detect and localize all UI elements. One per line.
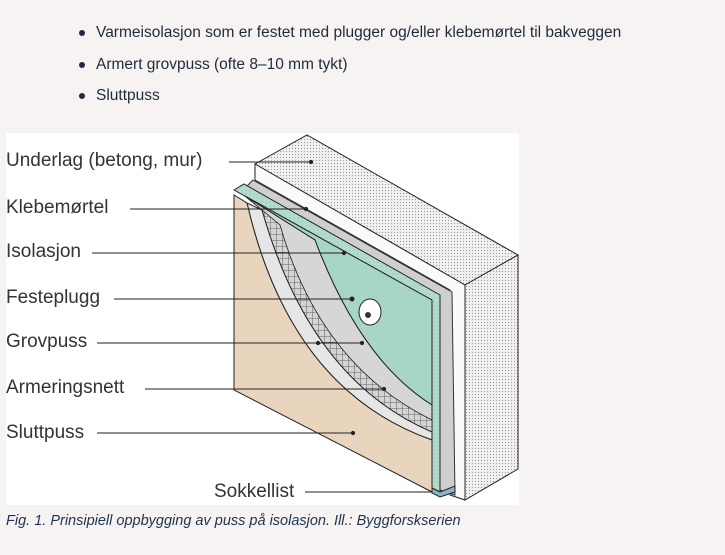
finish-coat (233, 194, 433, 493)
bullet-item: Armert grovpuss (ofte 8–10 mm tykt) (78, 54, 621, 86)
concrete-side-face (464, 254, 519, 501)
label-klebemortel: Klebemørtel (6, 197, 109, 218)
fixing-plug-icon (358, 298, 382, 326)
label-sluttpuss: Sluttpuss (6, 422, 85, 443)
label-isolasjon: Isolasjon (6, 241, 81, 262)
label-grovpuss: Grovpuss (6, 331, 88, 352)
bullet-list: Varmeisolasjon som er festet med plugger… (78, 22, 621, 117)
base-profile (431, 485, 456, 498)
label-sokkellist: Sokkellist (214, 481, 295, 502)
concrete-front-face (254, 163, 466, 501)
bullet-item: Sluttpuss (78, 85, 621, 117)
label-festeplugg: Festeplugg (6, 287, 101, 308)
bullet-item: Varmeisolasjon som er festet med plugger… (78, 22, 621, 54)
figure-caption: Fig. 1. Prinsipiell oppbygging av puss p… (6, 513, 461, 529)
label-armeringsnett: Armeringsnett (6, 377, 125, 398)
label-underlag: Underlag (betong, mur) (6, 150, 203, 171)
